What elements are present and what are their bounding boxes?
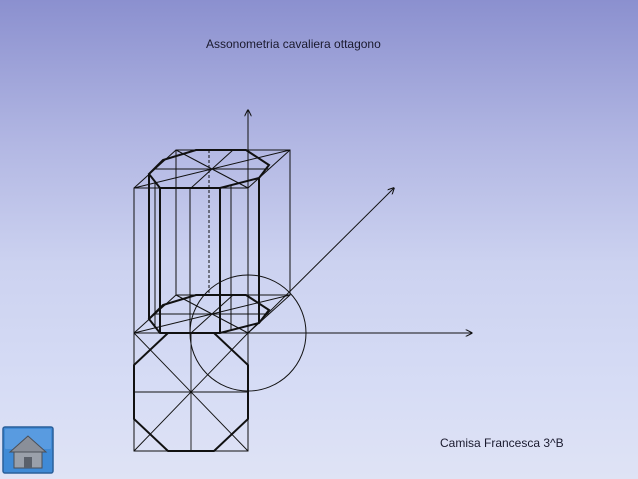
home-icon <box>8 435 48 469</box>
home-button[interactable] <box>2 426 54 474</box>
plan-octagon <box>133 332 249 452</box>
plan-view <box>133 332 249 452</box>
oblique-axis <box>247 188 394 334</box>
axes <box>248 110 472 333</box>
prism-wireframe <box>133 149 291 334</box>
slide-title: Assonometria cavaliera ottagono <box>206 37 381 51</box>
author-name: Camisa Francesca 3^B <box>440 436 564 450</box>
octagonal-prism <box>147 149 271 334</box>
top-octagon <box>147 149 271 189</box>
bottom-octagon <box>147 294 271 334</box>
